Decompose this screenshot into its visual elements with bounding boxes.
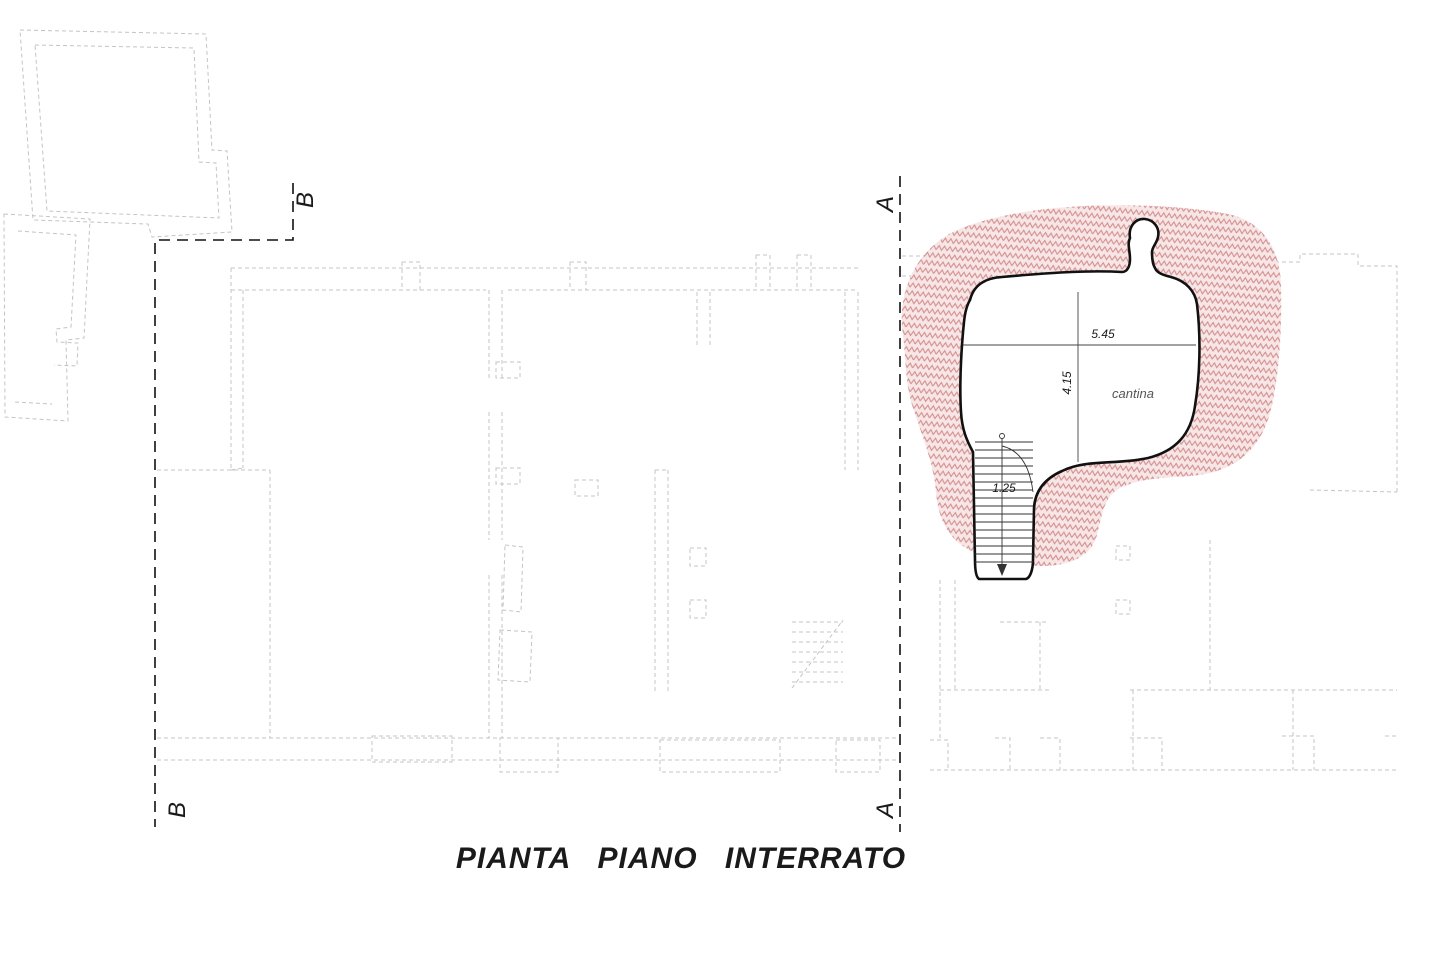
plan-mid-stairs (791, 619, 844, 689)
section-a-label-bottom: A (872, 802, 899, 820)
plan-mid-walls (654, 292, 859, 692)
cantina-room-outline (959, 217, 1201, 581)
plan-topleft-wing (3, 29, 233, 422)
stair-steps (975, 441, 1033, 563)
stair-walkline-start (999, 433, 1005, 439)
section-b-label-bottom: B (164, 802, 191, 818)
room-label-cantina: cantina (1112, 386, 1154, 401)
section-line-b (154, 183, 294, 827)
stair-direction-arrow (997, 564, 1007, 576)
staircase (975, 433, 1034, 576)
plan-central-divider (488, 290, 599, 738)
room-dimension-lines (963, 292, 1196, 462)
stair-curve (1001, 445, 1034, 493)
section-b-label-top: B (292, 192, 319, 208)
drawing-title: PIANTA PIANO INTERRATO (456, 842, 906, 875)
room-width-dimension: 5.45 (1091, 327, 1115, 341)
plan-band-left-walls (157, 268, 271, 738)
stair-width-dimension: 1.25 (992, 481, 1016, 495)
room-depth-dimension: 4.15 (1060, 371, 1074, 395)
section-a-label-top: A (872, 196, 899, 214)
plan-right-details (930, 545, 1131, 770)
plan-band-top-wall (231, 254, 858, 291)
existing-plan (3, 29, 1398, 773)
section-lines (154, 176, 901, 832)
plan-band-bottom-wall (157, 735, 898, 773)
